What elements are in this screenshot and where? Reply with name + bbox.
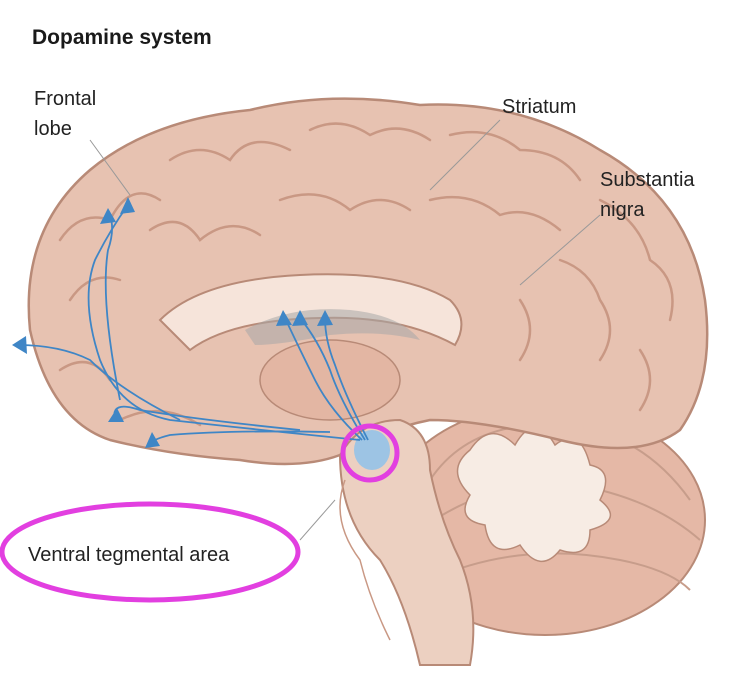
label-ventral-tegmental-area: Ventral tegmental area <box>28 544 230 566</box>
vta-highlight-circle <box>340 423 400 483</box>
striatum-region <box>245 309 420 345</box>
label-frontal-lobe-line2: lobe <box>34 118 72 140</box>
label-substantia-nigra-line1: Substantia <box>600 169 695 191</box>
vta-source <box>354 430 390 470</box>
label-substantia-nigra: Substantia nigra <box>600 165 695 225</box>
label-frontal-lobe: Frontal lobe <box>34 84 96 144</box>
dopamine-pathways <box>17 204 369 446</box>
cerebrum <box>27 97 709 466</box>
label-substantia-nigra-line2: nigra <box>600 199 645 221</box>
leader-lines <box>89 119 601 541</box>
pathway-arrowheads <box>12 197 333 448</box>
thalamus <box>259 339 401 421</box>
label-striatum: Striatum <box>502 96 577 118</box>
diagram-title: Dopamine system <box>32 26 212 49</box>
vta-label-highlight-oval <box>0 501 301 603</box>
label-frontal-lobe-line1: Frontal <box>34 88 97 110</box>
